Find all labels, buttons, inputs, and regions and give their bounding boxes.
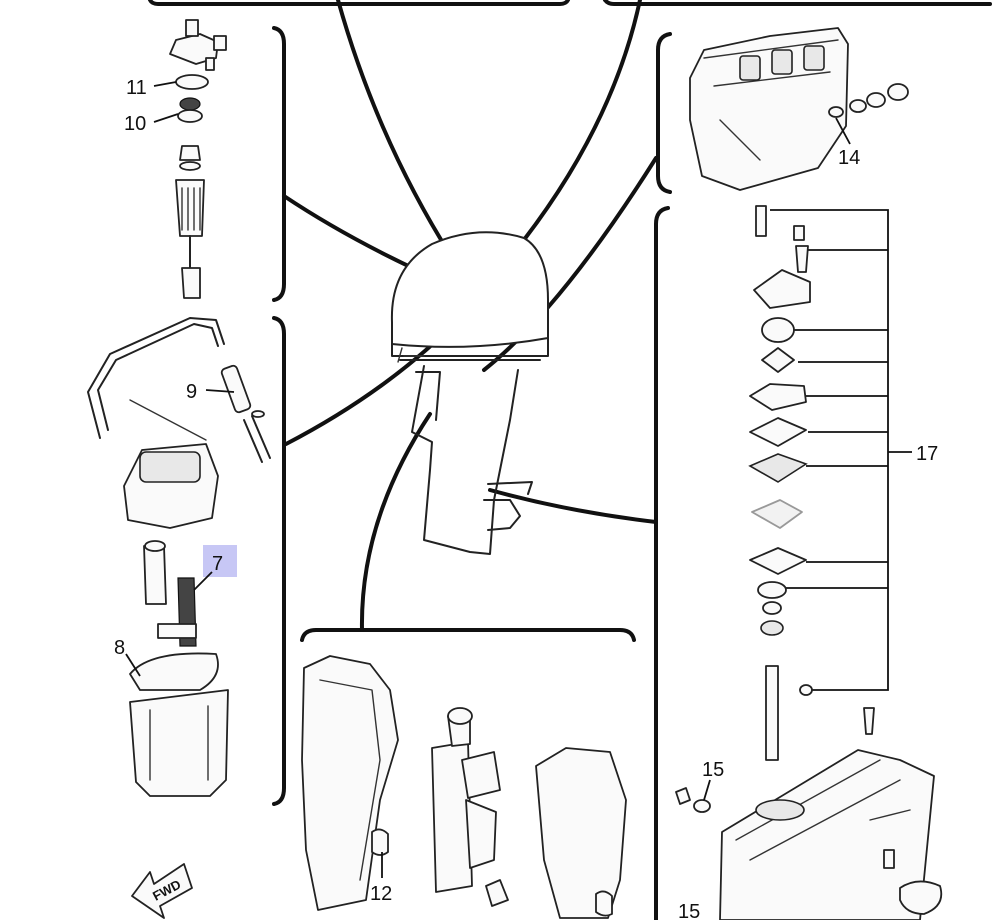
trim-motor <box>461 751 501 799</box>
clamp-bracket <box>301 655 399 911</box>
outboard-engine <box>390 231 549 555</box>
o-ring-11 <box>175 74 209 90</box>
bottom-cowling <box>689 27 909 191</box>
callout-14: 14 <box>838 147 860 169</box>
callout-17: 17 <box>916 443 938 465</box>
group-frames <box>148 0 992 920</box>
grommet-14 <box>828 106 844 118</box>
swivel-bracket <box>535 747 627 919</box>
callout-leaders <box>125 81 851 878</box>
callout-9: 9 <box>186 381 197 403</box>
fuel-pump-assembly <box>87 317 271 797</box>
o-ring-pump <box>757 581 787 599</box>
float-chamber <box>129 689 229 797</box>
fuel-filter-assembly <box>169 19 227 299</box>
callout-10: 10 <box>124 113 146 135</box>
insert-cartridge <box>761 317 795 343</box>
lower-unit-casing <box>675 749 943 920</box>
drive-shaft <box>765 665 779 761</box>
bushing-12 <box>371 828 389 856</box>
gasket-upper <box>749 383 807 411</box>
outer-plate <box>749 417 807 447</box>
pump-housing <box>753 269 811 309</box>
callout-7-highlight <box>203 545 237 577</box>
callout-7: 7 <box>212 553 223 575</box>
callout-15-lower: 15 <box>678 901 700 920</box>
filter-cap-10 <box>179 97 201 111</box>
callout-15-upper: 15 <box>702 759 724 781</box>
callout-12: 12 <box>370 883 392 905</box>
water-pump-kit <box>748 205 912 761</box>
callout-numbers: 11 10 9 7 8 14 17 15 15 12 <box>114 77 938 920</box>
fuel-pump-body <box>143 545 167 605</box>
fwd-direction-arrow: FWD <box>131 863 193 919</box>
gasket-8 <box>129 652 219 691</box>
callout-11: 11 <box>126 77 147 99</box>
callout-8: 8 <box>114 637 125 659</box>
impeller <box>761 347 795 373</box>
gasket-lower <box>749 547 807 575</box>
steering-bracket-group <box>301 655 627 919</box>
fuel-filter-9 <box>220 364 252 414</box>
